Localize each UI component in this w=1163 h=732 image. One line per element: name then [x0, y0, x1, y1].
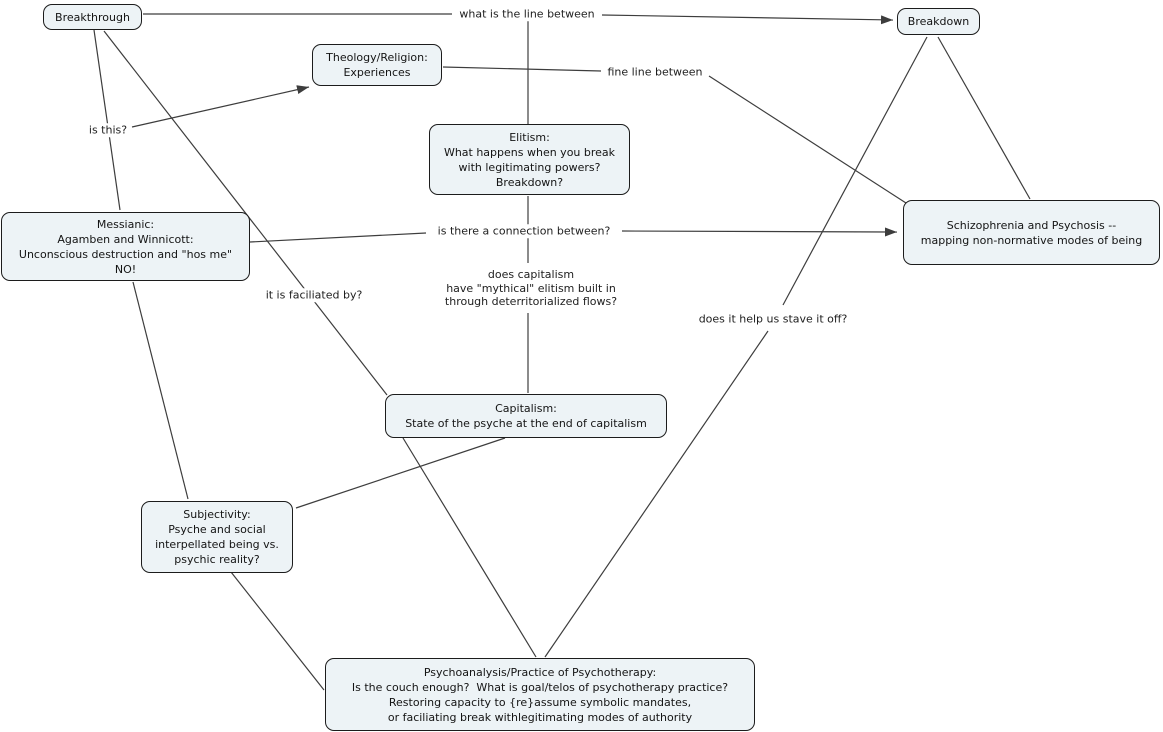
- edge-theology-to-fineline[interactable]: [442, 66, 602, 72]
- edge-whatline-to-breakdown[interactable]: [601, 14, 894, 25]
- edge-messianic-to-connection[interactable]: [249, 232, 427, 243]
- link-label-is-this[interactable]: is this?: [85, 123, 131, 137]
- link-label-faciliated[interactable]: it is faciliated by?: [262, 288, 366, 302]
- node-breakdown[interactable]: Breakdown: [897, 8, 980, 35]
- edge-isthis-to-theology[interactable]: [131, 85, 310, 128]
- edge-messianic-to-subjectivity[interactable]: [132, 281, 189, 500]
- node-elitism[interactable]: Elitism: What happens when you break wit…: [429, 124, 630, 195]
- link-label-what-line[interactable]: what is the line between: [456, 7, 598, 21]
- edge-subjectivity-to-capitalism[interactable]: [295, 437, 506, 509]
- link-label-fine-line[interactable]: fine line between: [604, 65, 706, 79]
- node-psychoanalysis[interactable]: Psychoanalysis/Practice of Psychotherapy…: [325, 658, 755, 731]
- node-subjectivity[interactable]: Subjectivity: Psyche and social interpel…: [141, 501, 293, 573]
- edge-connection-to-schizophrenia[interactable]: [621, 227, 898, 237]
- edge-breakthrough-to-messianic[interactable]: [93, 29, 121, 211]
- edge-fineline-to-schizophrenia[interactable]: [708, 75, 907, 204]
- node-breakthrough[interactable]: Breakthrough: [43, 4, 142, 30]
- node-capitalism[interactable]: Capitalism: State of the psyche at the e…: [385, 394, 667, 438]
- link-label-does-capitalism[interactable]: does capitalism have "mythical" elitism …: [441, 267, 621, 309]
- link-label-connection[interactable]: is there a connection between?: [434, 224, 614, 238]
- edge-breakdown-to-staveoff[interactable]: [782, 36, 928, 306]
- edge-breakdown-to-schizophrenia[interactable]: [937, 36, 1031, 200]
- link-label-stave-off[interactable]: does it help us stave it off?: [695, 312, 851, 326]
- edge-staveoff-to-psychoanalysis[interactable]: [544, 330, 769, 658]
- node-theology[interactable]: Theology/Religion: Experiences: [312, 44, 442, 86]
- edge-capitalism-to-psychoanalysis[interactable]: [402, 437, 537, 658]
- node-messianic[interactable]: Messianic: Agamben and Winnicott: Uncons…: [1, 212, 250, 281]
- edge-subjectivity-to-psychoanalysis[interactable]: [230, 571, 325, 691]
- node-schizophrenia[interactable]: Schizophrenia and Psychosis -- mapping n…: [903, 200, 1160, 265]
